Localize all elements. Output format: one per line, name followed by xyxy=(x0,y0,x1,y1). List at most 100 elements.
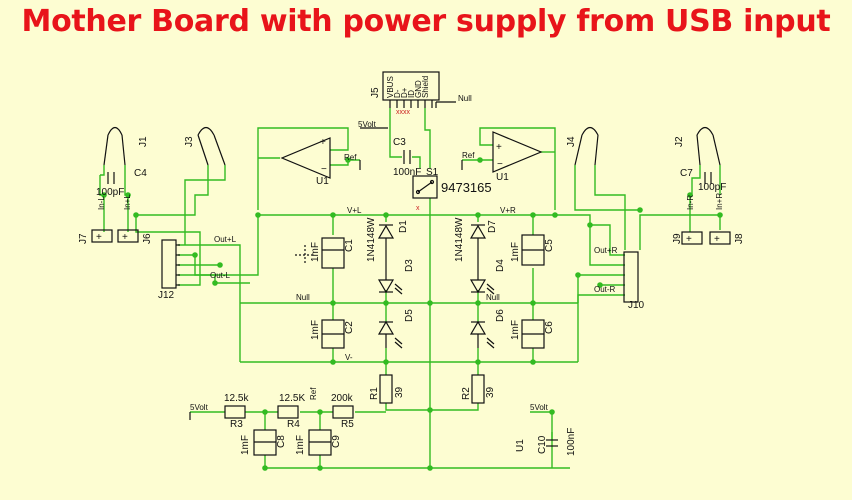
label-u1-left: U1 xyxy=(316,176,329,187)
value-r5: 200k xyxy=(331,393,354,404)
capacitor-c9: 1mF C9 xyxy=(295,429,342,456)
label-r5: R5 xyxy=(341,419,354,430)
svg-text:x: x xyxy=(416,205,420,212)
label-r2: R2 xyxy=(461,387,472,400)
label-j6: J6 xyxy=(142,233,153,244)
label-j1: J1 xyxy=(138,136,149,147)
jack-j3: J3 xyxy=(184,126,226,166)
value-c2: 1mF xyxy=(310,320,321,340)
svg-text:+: + xyxy=(496,142,502,153)
jack-j2: J2 xyxy=(674,126,721,166)
capacitor-c7: C7 100pF xyxy=(680,168,726,193)
label-c3: C3 xyxy=(393,137,406,148)
jack-j4: J4 xyxy=(566,126,599,166)
label-j3: J3 xyxy=(184,136,195,147)
label-j2: J2 xyxy=(674,136,685,147)
usb-pin-vbus: VBUS xyxy=(386,76,395,98)
net-outminus-l: Out-L xyxy=(210,271,231,280)
usb-pin-gnd: GND xyxy=(414,80,423,98)
label-j4: J4 xyxy=(566,136,577,147)
label-r1: R1 xyxy=(369,387,380,400)
capacitor-c4: C4 100pF xyxy=(96,168,147,198)
label-j10: J10 xyxy=(628,300,645,311)
value-c9: 1mF xyxy=(295,435,306,455)
net-5volt-left: 5Volt xyxy=(190,403,209,412)
label-c8: C8 xyxy=(276,435,287,448)
net-in-r2: In+R xyxy=(715,193,724,210)
value-c6: 1mF xyxy=(510,320,521,340)
usb-connector-j5: VBUS D- D+ ID GND Shield J5 xxxx xyxy=(370,71,440,116)
net-outminus-r: Out-R xyxy=(594,285,616,294)
label-j12: J12 xyxy=(158,290,175,301)
label-r4: R4 xyxy=(287,419,300,430)
capacitor-c6: 1mF C6 xyxy=(510,319,555,349)
resistor-r2: R2 39 xyxy=(461,374,496,404)
led-d4: D4 xyxy=(469,259,506,295)
label-c7: C7 xyxy=(680,168,693,179)
connector-j12: J12 Out+L Out-L xyxy=(158,235,237,301)
switch-s1: S1 9473165 x xyxy=(412,167,492,212)
label-s1: S1 xyxy=(426,167,439,178)
net-outplus-r: Out+R xyxy=(594,246,618,255)
diode-d7: 1N4148W D7 xyxy=(454,217,498,266)
label-c10: C10 xyxy=(537,435,548,454)
value-c10: 100nF xyxy=(566,428,577,456)
svg-text:+: + xyxy=(320,137,326,148)
label-c1: C1 xyxy=(344,239,355,252)
value-c8: 1mF xyxy=(240,435,251,455)
value-c5: 1mF xyxy=(510,242,521,262)
label-d4: D4 xyxy=(495,259,506,272)
label-c5: C5 xyxy=(544,239,555,252)
value-c7: 100pF xyxy=(698,182,726,193)
capacitor-c8: 1mF C8 xyxy=(240,429,287,456)
value-r1: 39 xyxy=(394,386,405,398)
resistor-r3: 12.5k R3 xyxy=(224,393,249,430)
label-j9: J9 xyxy=(672,233,683,244)
svg-text:−: − xyxy=(497,159,503,170)
label-u1-bottom: U1 xyxy=(515,439,526,452)
terminal-j8: + J8 xyxy=(709,231,745,245)
value-r4: 12.5K xyxy=(279,393,305,404)
net-in-l: In-L xyxy=(97,196,106,210)
capacitor-c5: 1mF C5 xyxy=(510,234,555,266)
svg-text:+: + xyxy=(714,234,720,245)
svg-text:+: + xyxy=(96,232,102,243)
terminal-j9: + J9 xyxy=(672,231,703,245)
terminal-j6: + J6 xyxy=(117,229,153,244)
net-ref-left: Ref xyxy=(344,153,357,162)
value-r3: 12.5k xyxy=(224,393,249,404)
usb-pin-dplus: D+ xyxy=(400,87,409,98)
net-5volt-right: 5Volt xyxy=(530,403,549,412)
net-ref-right: Ref xyxy=(462,151,475,160)
net-5volt-top: 5Volt xyxy=(358,120,377,129)
svg-text:xxxx: xxxx xyxy=(396,109,411,116)
usb-pin-shield: Shield xyxy=(421,76,430,98)
led-d3: D3 xyxy=(377,259,415,295)
net-vplus-r: V+R xyxy=(500,206,516,215)
value-d1: 1N4148W xyxy=(366,217,377,262)
label-d3: D3 xyxy=(404,259,415,272)
label-u1-right: U1 xyxy=(496,172,509,183)
label-d7: D7 xyxy=(487,220,498,233)
value-c1: 1mF xyxy=(310,242,321,262)
label-j8: J8 xyxy=(734,233,745,244)
value-c4: 100pF xyxy=(96,187,124,198)
svg-text:+: + xyxy=(122,232,128,243)
value-c3: 100nF xyxy=(393,167,421,178)
svg-text:−: − xyxy=(321,164,327,175)
resistor-r5: 200k R5 xyxy=(331,393,354,430)
diagram-title: Mother Board with power supply from USB … xyxy=(21,4,831,39)
diode-d1: 1N4148W D1 xyxy=(366,217,409,266)
opamp-u1-right: + − U1 Ref xyxy=(461,131,543,183)
net-in-l2: In+L xyxy=(123,194,132,210)
capacitor-c2: 1mF C2 xyxy=(310,319,355,349)
opamp-u1-left: + − U1 Ref xyxy=(280,137,361,187)
usb-pin-dminus: D- xyxy=(393,89,402,98)
net-null-right: Null xyxy=(486,293,500,302)
net-vplus-l: V+L xyxy=(347,206,362,215)
label-r3: R3 xyxy=(230,419,243,430)
jack-j1: J1 xyxy=(103,126,149,166)
net-null-left: Null xyxy=(296,293,310,302)
usb-pin-id: ID xyxy=(407,90,416,98)
